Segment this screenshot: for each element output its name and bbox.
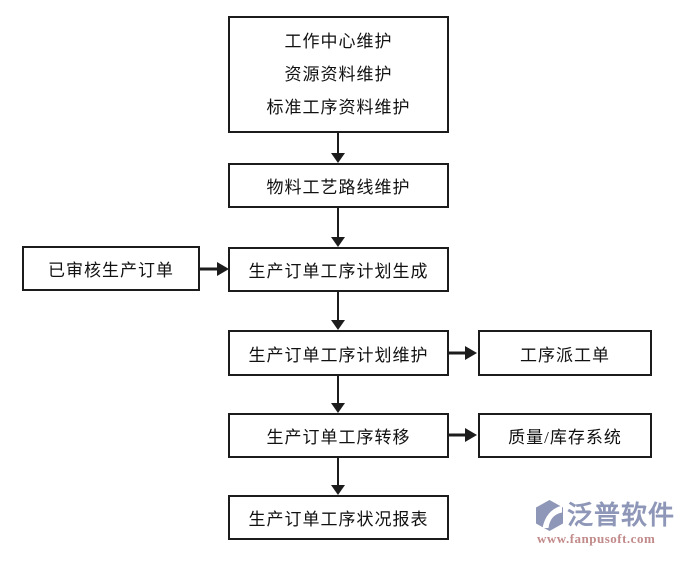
fanpu-logo-icon bbox=[536, 500, 563, 531]
flow-box-line: 工作中心维护 bbox=[284, 32, 393, 51]
arrow-down-generate-to-maintain bbox=[331, 292, 345, 330]
fanpu-brand-text: 泛普软件 bbox=[567, 500, 676, 530]
fanpu-watermark: 泛普软件 www.fanpusoft.com bbox=[535, 500, 685, 556]
arrow-down-transfer-to-report bbox=[331, 458, 345, 495]
flow-box-process-dispatch-ticket: 工序派工单 bbox=[478, 330, 652, 376]
flow-box-approved-production-order: 已审核生产订单 bbox=[22, 246, 200, 291]
arrow-right-maintain-to-dispatch bbox=[448, 346, 477, 360]
arrow-down-routing-to-generate bbox=[331, 208, 345, 247]
arrow-right-approved-to-generate bbox=[200, 262, 229, 276]
flow-box-process-transfer: 生产订单工序转移 bbox=[228, 413, 449, 458]
flow-box-master-data-maintenance: 工作中心维护 资源资料维护 标准工序资料维护 bbox=[228, 16, 449, 133]
flow-box-line: 标准工序资料维护 bbox=[266, 98, 411, 117]
flow-box-line: 资源资料维护 bbox=[284, 65, 393, 84]
arrow-down-maintain-to-transfer bbox=[331, 376, 345, 413]
flow-box-material-routing-maintenance: 物料工艺路线维护 bbox=[228, 163, 449, 208]
flow-box-process-status-report: 生产订单工序状况报表 bbox=[228, 495, 449, 540]
flow-box-process-plan-generate: 生产订单工序计划生成 bbox=[228, 247, 449, 292]
arrow-right-transfer-to-quality bbox=[448, 428, 477, 442]
flow-box-quality-inventory-system: 质量/库存系统 bbox=[478, 413, 652, 458]
flow-box-process-plan-maintenance: 生产订单工序计划维护 bbox=[228, 330, 449, 376]
arrow-down-master-to-routing bbox=[331, 132, 345, 163]
fanpu-url-text: www.fanpusoft.com bbox=[537, 531, 656, 546]
